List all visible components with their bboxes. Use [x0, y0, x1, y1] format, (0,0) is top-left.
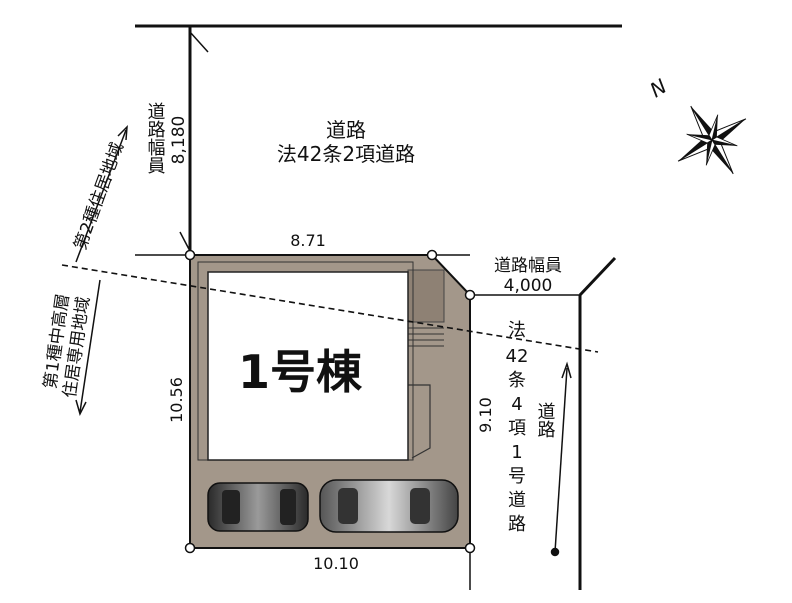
car-right: [319, 479, 459, 533]
tick-marks: [135, 31, 580, 590]
zone-upper: 第2種住居地域: [71, 140, 128, 253]
right-road-type-char: 42: [506, 346, 529, 367]
right-road-label: 道路: [535, 402, 556, 438]
right-road-width-value: 4,000: [504, 276, 553, 296]
top-road-width-title: 道路幅員: [145, 102, 166, 174]
car-left: [207, 482, 309, 532]
right-road-type-char: 号: [508, 466, 526, 487]
porch: [407, 269, 445, 323]
top-road-width-value: 8,180: [169, 116, 189, 165]
top-road-name: 道路: [326, 118, 366, 142]
right-road-type-char: 法: [508, 320, 526, 341]
dim-top: 8.71: [290, 231, 326, 250]
road-lines: [135, 24, 622, 590]
dim-right: 9.10: [476, 397, 495, 433]
right-road-type-char: 路: [508, 514, 526, 535]
direction-arrow-right: [550, 361, 572, 557]
steps: [408, 327, 444, 347]
right-road-type-char: 道: [508, 490, 526, 511]
right-road-type-char: 1: [511, 442, 522, 463]
compass-icon: [677, 105, 747, 175]
dim-bottom: 10.10: [313, 554, 359, 573]
right-road-type-char: 4: [511, 394, 522, 415]
right-road-type-column: 法 42 条 4 項 1 号 道 路: [506, 320, 529, 535]
top-road-type: 法42条2項道路: [277, 142, 415, 166]
building: [207, 271, 409, 461]
right-road-type-char: 条: [508, 370, 526, 391]
side-path: [408, 384, 431, 459]
north-label: N: [646, 74, 671, 102]
building-label: 1号棟: [238, 345, 363, 399]
zone-arrows: [75, 125, 128, 417]
zoning-boundary: [61, 264, 599, 353]
right-road-width-title: 道路幅員: [494, 256, 562, 276]
right-road-type-char: 項: [508, 418, 526, 439]
dim-left: 10.56: [167, 377, 186, 423]
corner-markers: [184, 249, 476, 554]
